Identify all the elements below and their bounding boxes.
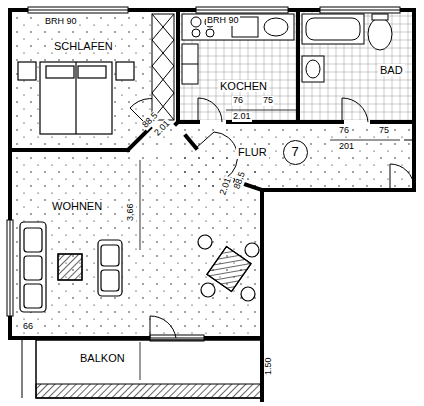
dimension: 75 bbox=[262, 96, 274, 106]
dimension: 3,66 bbox=[126, 202, 136, 222]
walls bbox=[10, 10, 414, 400]
room-name: BAD bbox=[378, 64, 405, 76]
room-name: WOHNEN bbox=[50, 200, 104, 212]
floor-texture bbox=[180, 124, 412, 188]
bed bbox=[18, 62, 134, 134]
room-label: FLUR 7 bbox=[236, 140, 308, 165]
room-label: BAD bbox=[378, 64, 405, 76]
floor-texture bbox=[12, 152, 260, 336]
floor-tiles bbox=[180, 12, 296, 120]
dimension: 1.50 bbox=[264, 356, 274, 376]
room-label: BALKON bbox=[78, 352, 127, 364]
wardrobe bbox=[152, 14, 174, 120]
kitchen-counter bbox=[182, 14, 294, 84]
dimension: 76 bbox=[338, 126, 350, 136]
room-label: KOCHEN bbox=[218, 80, 269, 92]
floor-tiles bbox=[300, 12, 412, 120]
dimension: 2.01 bbox=[232, 112, 252, 122]
door-swings bbox=[130, 98, 414, 338]
sill-height: BRH 90 bbox=[206, 16, 240, 26]
dimension: 201 bbox=[338, 142, 355, 152]
balcony bbox=[22, 340, 262, 398]
dimension: 66 bbox=[22, 322, 34, 332]
room-label: WOHNEN bbox=[50, 200, 104, 212]
dining-set bbox=[198, 235, 259, 301]
room-name: BALKON bbox=[78, 352, 127, 364]
room-name: KOCHEN bbox=[218, 80, 269, 92]
callout-number: 7 bbox=[290, 145, 301, 159]
sill-height: BRH 90 bbox=[44, 17, 78, 27]
sofa-set bbox=[20, 222, 122, 312]
dimension-lines bbox=[140, 110, 400, 250]
room-name: FLUR bbox=[236, 146, 269, 158]
room-name: SCHLAFEN bbox=[52, 40, 115, 52]
windows bbox=[7, 7, 400, 341]
apartment-number: 7 bbox=[283, 140, 308, 165]
dimension: 75 bbox=[378, 126, 390, 136]
room-label: SCHLAFEN bbox=[52, 40, 115, 52]
dimension: 76 bbox=[232, 96, 244, 106]
